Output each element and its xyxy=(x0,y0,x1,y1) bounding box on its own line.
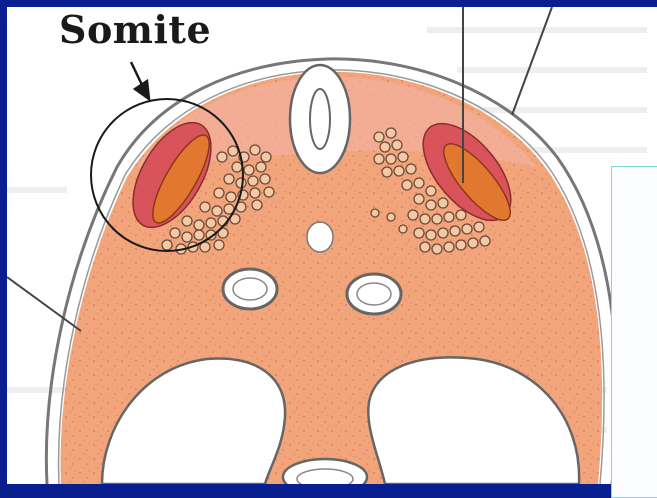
label-arrow xyxy=(131,62,149,99)
notochord xyxy=(307,222,333,252)
diagram-panel: Somite xyxy=(7,7,657,484)
slide-frame: Somite xyxy=(0,0,657,484)
neural-tube xyxy=(290,65,350,173)
text-callout-box xyxy=(611,166,657,498)
somite-label: Somite xyxy=(59,11,211,49)
embryo-cross-section-svg xyxy=(7,7,657,484)
